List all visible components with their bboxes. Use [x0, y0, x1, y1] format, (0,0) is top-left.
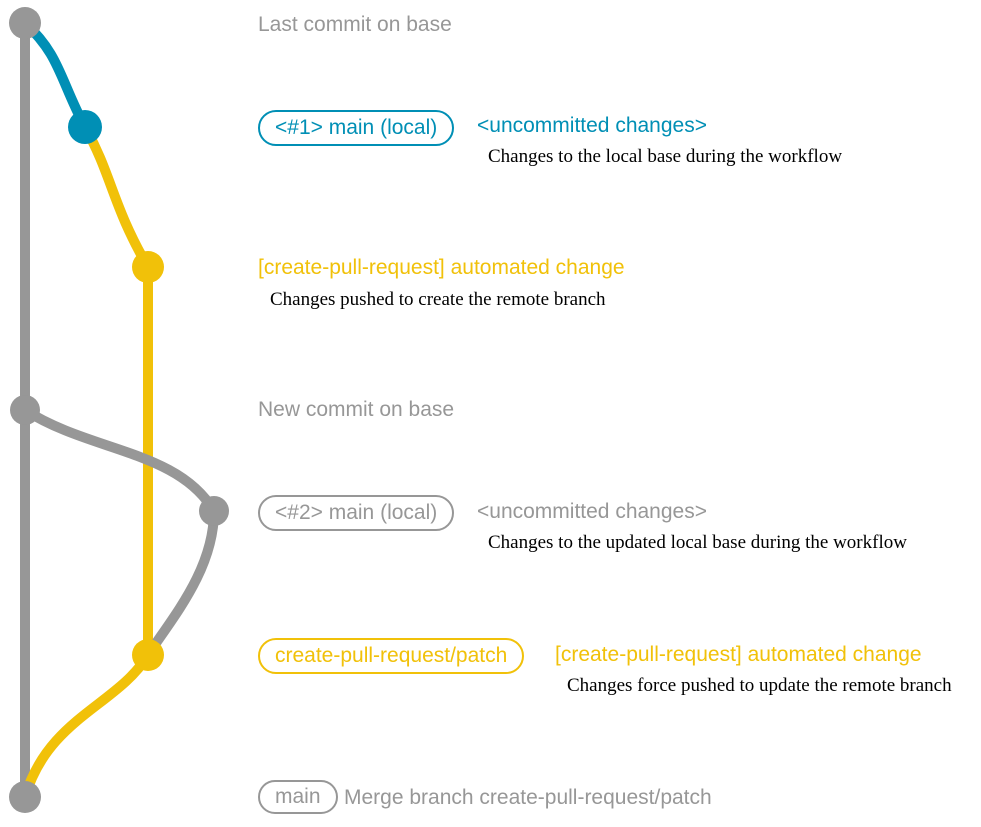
annotation-new-commit: New commit on base [258, 398, 455, 421]
commit-message-merge: Merge branch create-pull-request/patch [344, 786, 712, 809]
branch-tag-main-local-1-label: <#1> main (local) [275, 116, 438, 139]
commit-message-local-2: <uncommitted changes> [477, 500, 707, 523]
local-change-2-curve [20, 405, 219, 516]
commit-dot-local-2 [199, 496, 229, 526]
remote-branch-line [80, 122, 153, 660]
commit-message-push-2: [create-pull-request] automated change [555, 643, 922, 666]
commit-dot-pushed [132, 251, 164, 283]
commit-message-local-1: <uncommitted changes> [477, 114, 707, 137]
branch-tag-main-local-1: <#1> main (local) [258, 110, 455, 146]
commit-dot-last-base [9, 7, 41, 39]
branch-tag-main: main [258, 780, 338, 814]
commit-note-push-1: Changes pushed to create the remote bran… [270, 289, 606, 310]
commit-dot-local-1 [68, 110, 102, 144]
commit-dot-force-pushed [132, 639, 164, 671]
annotation-last-commit: Last commit on base [258, 13, 452, 36]
branch-tag-create-pull-request-patch: create-pull-request/patch [258, 638, 525, 674]
branch-tag-main-local-2-label: <#2> main (local) [275, 501, 438, 524]
branch-tag-main-label: main [275, 785, 321, 808]
local-change-1-curve [20, 18, 90, 132]
commit-message-push-1: [create-pull-request] automated change [258, 256, 625, 279]
commit-dot-new-base [10, 395, 40, 425]
commit-note-push-2: Changes force pushed to update the remot… [567, 675, 952, 696]
remote-branch-merge-curve [20, 650, 153, 802]
commit-note-local-1: Changes to the local base during the wor… [488, 146, 843, 167]
local-change-2-rebase-curve [143, 506, 219, 660]
branch-tag-main-local-2: <#2> main (local) [258, 495, 455, 531]
branch-tag-create-pull-request-patch-label: create-pull-request/patch [275, 644, 508, 667]
commit-dot-merge [9, 781, 41, 813]
commit-note-local-2: Changes to the updated local base during… [488, 532, 907, 553]
